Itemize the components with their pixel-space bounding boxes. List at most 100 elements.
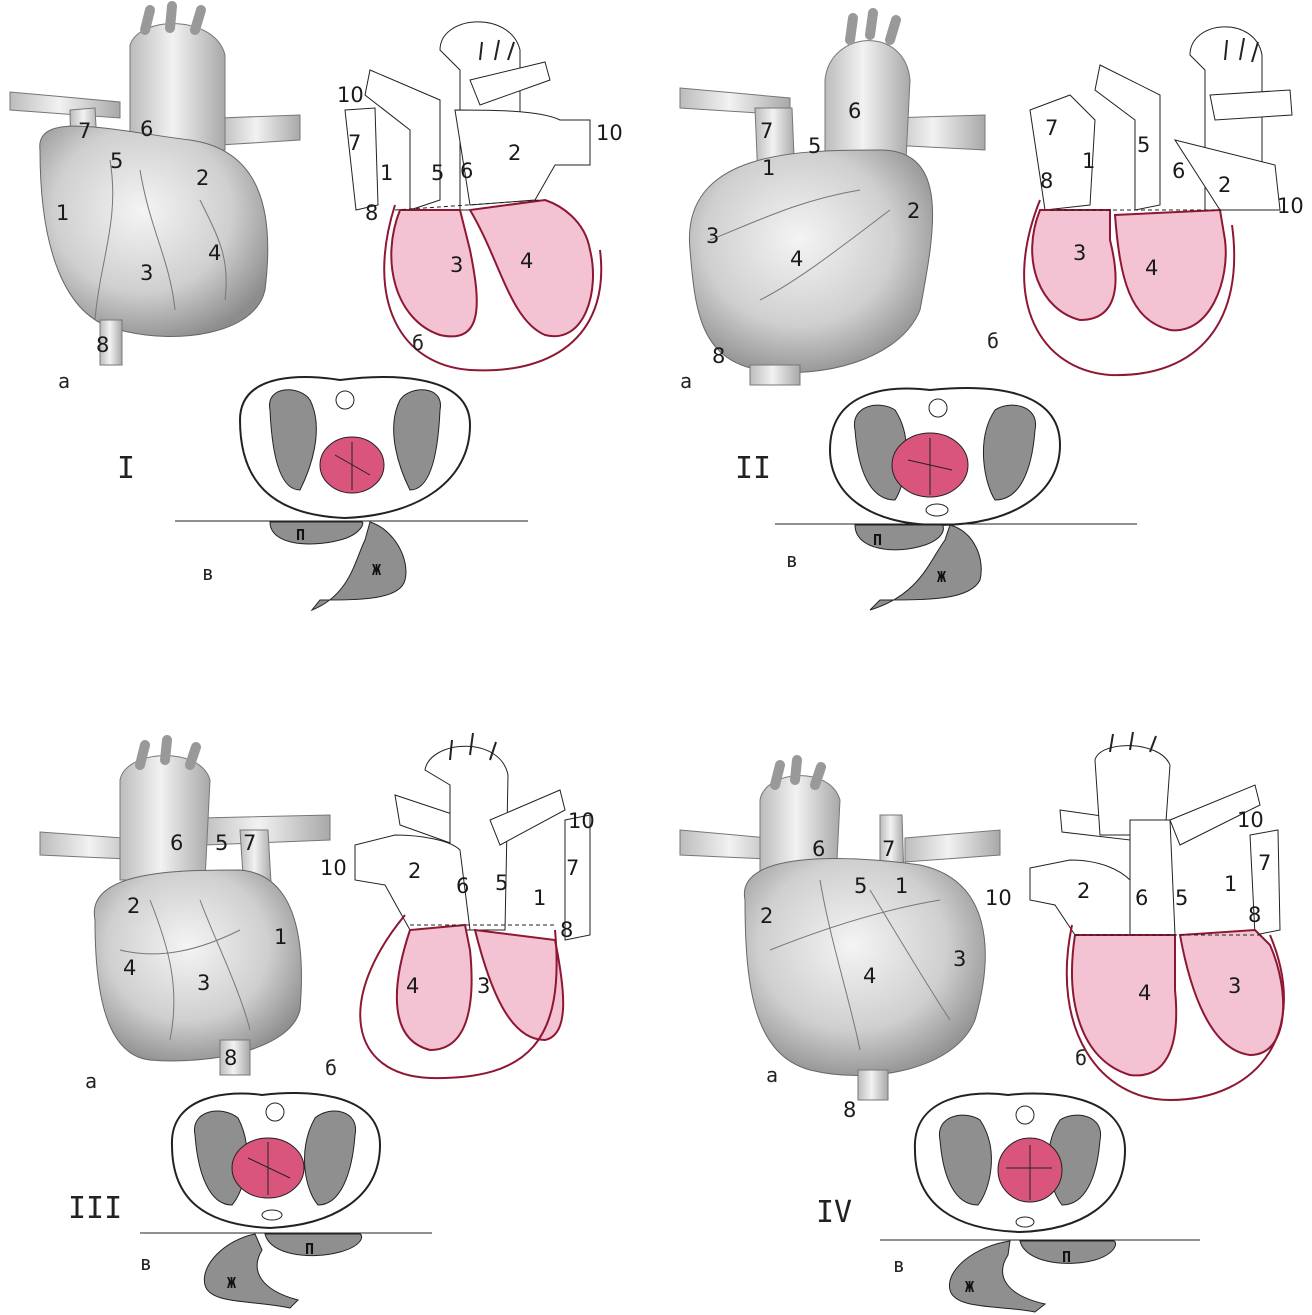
label-5: 5 xyxy=(854,874,867,898)
label-10-right: 10 xyxy=(568,809,595,833)
cross-section-3: П Ж xyxy=(140,1093,432,1308)
label-7: 7 xyxy=(348,131,361,155)
label-4: 4 xyxy=(1138,981,1151,1005)
heart-schema-2: 7 1 8 5 6 2 10 3 4 xyxy=(1024,27,1304,375)
organ-p: П xyxy=(305,1240,314,1258)
label-3: 3 xyxy=(1073,241,1086,265)
label-6: 6 xyxy=(456,874,469,898)
cross-section-4: П Ж xyxy=(880,1094,1200,1312)
organ-p: П xyxy=(873,531,882,549)
label-8: 8 xyxy=(712,344,725,368)
label-5: 5 xyxy=(1137,133,1150,157)
label-10-right: 10 xyxy=(1237,808,1264,832)
label-3: 3 xyxy=(953,947,966,971)
sublabel-a: а xyxy=(680,369,692,393)
label-8: 8 xyxy=(560,918,573,942)
label-6: 6 xyxy=(1135,886,1148,910)
label-3: 3 xyxy=(706,224,719,248)
label-8: 8 xyxy=(365,201,378,225)
heart-exterior-2: 7 1 5 6 2 3 4 8 xyxy=(680,13,985,385)
label-2: 2 xyxy=(760,904,773,928)
label-6: 6 xyxy=(460,159,473,183)
label-5: 5 xyxy=(1175,886,1188,910)
label-4: 4 xyxy=(520,249,533,273)
label-1: 1 xyxy=(895,874,908,898)
label-4: 4 xyxy=(863,964,876,988)
label-5: 5 xyxy=(431,161,444,185)
panel-roman-numeral: III xyxy=(68,1191,122,1226)
label-4: 4 xyxy=(790,247,803,271)
label-10: 10 xyxy=(1277,194,1304,218)
label-2: 2 xyxy=(1218,173,1231,197)
label-1: 1 xyxy=(380,161,393,185)
sublabel-a: а xyxy=(85,1069,97,1093)
label-1: 1 xyxy=(56,201,69,225)
label-2: 2 xyxy=(196,166,209,190)
label-7: 7 xyxy=(882,837,895,861)
sublabel-a: а xyxy=(58,369,70,393)
sublabel-v: в xyxy=(202,561,214,585)
label-4: 4 xyxy=(208,241,221,265)
label-7: 7 xyxy=(1045,116,1058,140)
panel-1: 7 6 5 1 2 3 4 8 а 10 7 1 8 5 6 xyxy=(10,6,623,610)
heart-exterior-4: 6 7 5 1 2 3 4 8 xyxy=(680,760,1000,1122)
label-2: 2 xyxy=(1077,879,1090,903)
label-7: 7 xyxy=(1258,851,1271,875)
sublabel-a: а xyxy=(766,1063,778,1087)
label-5: 5 xyxy=(808,134,821,158)
label-2: 2 xyxy=(408,859,421,883)
organ-zh: Ж xyxy=(227,1274,236,1292)
label-3: 3 xyxy=(477,974,490,998)
organ-zh: Ж xyxy=(937,568,946,586)
panel-4: 6 7 5 1 2 3 4 8 а 10 2 6 5 10 xyxy=(680,732,1284,1312)
cross-section-1: П Ж xyxy=(175,377,528,610)
label-4: 4 xyxy=(1145,256,1158,280)
panel-roman-numeral: I xyxy=(117,451,135,486)
panel-roman-numeral: IV xyxy=(816,1195,852,1230)
heart-exterior-3: 6 5 7 2 1 4 3 8 xyxy=(40,740,330,1075)
label-7: 7 xyxy=(566,856,579,880)
panel-2: 7 1 5 6 2 3 4 8 а 7 1 8 5 6 2 1 xyxy=(680,13,1304,610)
panel-3: 6 5 7 2 1 4 3 8 а 10 2 6 5 10 7 xyxy=(40,733,595,1308)
label-6: 6 xyxy=(1172,159,1185,183)
organ-p: П xyxy=(1062,1248,1071,1266)
label-3: 3 xyxy=(197,971,210,995)
label-4: 4 xyxy=(123,956,136,980)
label-3: 3 xyxy=(140,261,153,285)
heart-schema-4: 10 2 6 5 10 7 1 8 4 3 xyxy=(985,732,1284,1100)
heart-schema-3: 10 2 6 5 10 7 1 8 4 3 xyxy=(320,733,595,1078)
label-8: 8 xyxy=(224,1046,237,1070)
label-1: 1 xyxy=(1082,149,1095,173)
label-3: 3 xyxy=(1228,974,1241,998)
label-2: 2 xyxy=(127,894,140,918)
label-5: 5 xyxy=(215,831,228,855)
label-6: 6 xyxy=(848,99,861,123)
sublabel-b: б xyxy=(412,331,424,355)
sublabel-b: б xyxy=(1075,1046,1087,1070)
label-1: 1 xyxy=(533,886,546,910)
label-8: 8 xyxy=(843,1098,856,1122)
label-1: 1 xyxy=(274,925,287,949)
label-10-left: 10 xyxy=(985,886,1012,910)
organ-zh: Ж xyxy=(965,1278,974,1296)
label-10-right: 10 xyxy=(596,121,623,145)
label-1: 1 xyxy=(1224,872,1237,896)
label-6: 6 xyxy=(140,117,153,141)
label-6: 6 xyxy=(170,831,183,855)
cross-section-2: П Ж xyxy=(775,388,1137,610)
label-4: 4 xyxy=(406,974,419,998)
label-7: 7 xyxy=(78,119,91,143)
sublabel-v: в xyxy=(786,548,798,572)
panel-roman-numeral: II xyxy=(735,451,771,486)
sublabel-b: б xyxy=(325,1056,337,1080)
label-10-left: 10 xyxy=(320,856,347,880)
sublabel-v: в xyxy=(893,1253,905,1277)
label-2: 2 xyxy=(508,141,521,165)
label-5: 5 xyxy=(110,149,123,173)
heart-exterior-1: 7 6 5 1 2 3 4 8 xyxy=(10,6,300,365)
label-3: 3 xyxy=(450,253,463,277)
label-8: 8 xyxy=(96,333,109,357)
sublabel-v: в xyxy=(140,1251,152,1275)
label-5: 5 xyxy=(495,871,508,895)
